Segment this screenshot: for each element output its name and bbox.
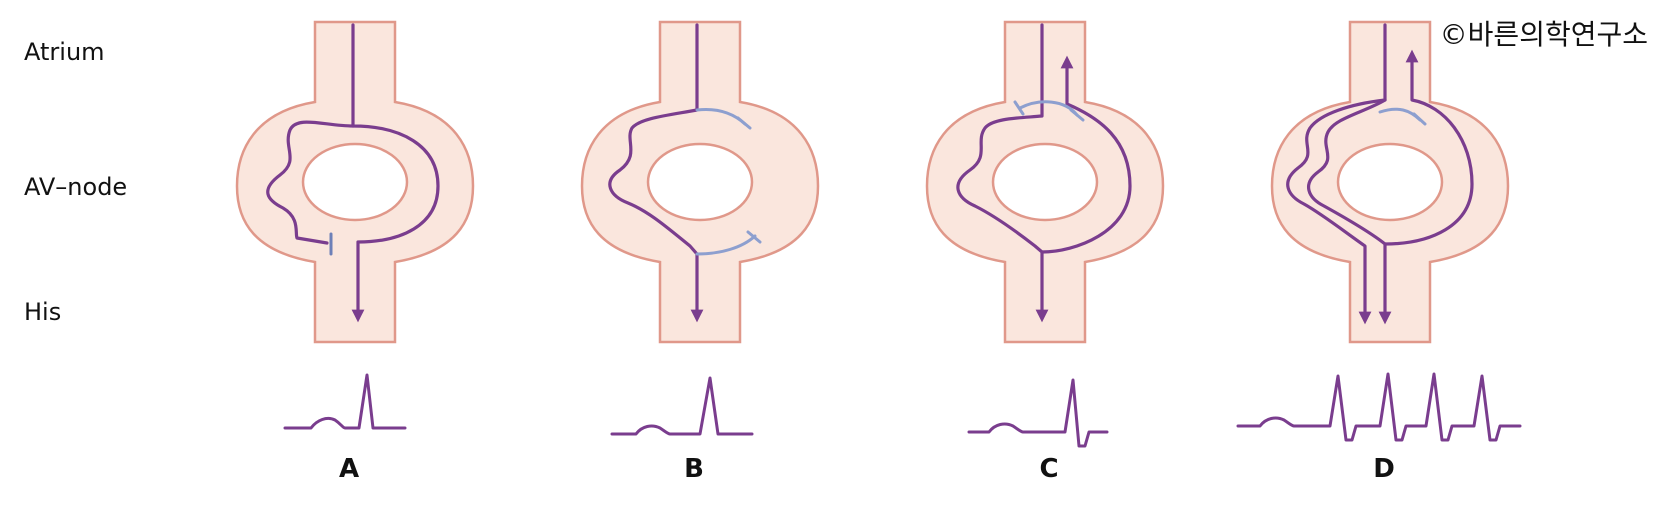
ecg-trace [1236, 372, 1522, 442]
copyright-text: ©바른의학연구소 [1440, 18, 1648, 51]
ecg-trace [610, 376, 754, 436]
panel-label-d: D [1373, 454, 1395, 484]
refractory-block-top [736, 116, 752, 130]
av-node-ring-center [991, 142, 1099, 222]
slow-pathway [266, 120, 355, 245]
reentry-loop-inner [1307, 98, 1392, 325]
slow-pathway [956, 23, 1049, 323]
refractory-block-bottom [746, 230, 762, 244]
av-node-ring-center [1336, 142, 1444, 222]
panel-b: B [580, 20, 820, 484]
his-label: His [24, 298, 61, 326]
ecg-trace [283, 373, 407, 430]
fast-pathway-return [695, 234, 757, 256]
panel-d: D [1236, 20, 1522, 484]
panel-label-a: A [339, 454, 359, 484]
panel-label-c: C [1039, 454, 1058, 484]
refractory-block-left [1013, 100, 1025, 116]
refractory-block-right [1069, 108, 1085, 122]
panel-c: C [925, 20, 1165, 484]
fast-pathway-retrograde [1040, 55, 1132, 254]
fast-pathway-retrograde [1383, 49, 1474, 246]
atrium-label: Atrium [24, 38, 105, 66]
panel-a: A [235, 20, 475, 484]
av-node-ring-center [646, 142, 754, 222]
refractory-block [1412, 112, 1427, 126]
fast-pathway [351, 23, 440, 323]
reentry-loop-outer [1286, 23, 1387, 325]
ecg-trace [967, 378, 1109, 448]
av-node-label: AV–node [24, 173, 127, 201]
panel-label-b: B [684, 454, 704, 484]
slow-pathway [608, 23, 704, 323]
av-node-ring-center [301, 142, 409, 222]
